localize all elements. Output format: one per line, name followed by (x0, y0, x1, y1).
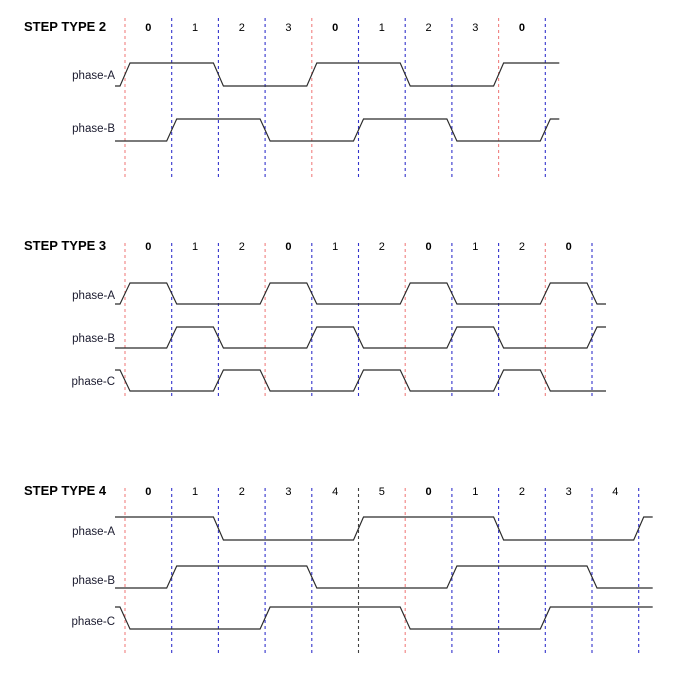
waveform-phase-C (115, 606, 653, 630)
waveform-phase-B (115, 565, 653, 589)
step-number-label: 3 (566, 486, 572, 498)
step-number-label: 0 (332, 22, 338, 34)
phase-label-phase-B: phase-B (72, 123, 115, 135)
step-number-label: 2 (239, 241, 245, 253)
step-number-label: 1 (332, 241, 338, 253)
chart-title: STEP TYPE 2 (24, 19, 106, 34)
waveform-phase-B (115, 326, 606, 349)
step-number-label: 0 (425, 241, 431, 253)
chart-step-type-2: STEP TYPE 2 0 1 2 3 0 1 2 3 0 phase-A phase-B (0, 0, 674, 218)
step-number-label: 1 (192, 486, 198, 498)
step-number-label: 4 (332, 486, 338, 498)
step-number-label: 0 (519, 22, 525, 34)
chart-step-type-3: STEP TYPE 3 0 1 2 0 1 2 0 1 2 0 phase-A phase-B phase… (0, 225, 674, 438)
step-number-label: 0 (145, 486, 151, 498)
step-number-label: 2 (239, 22, 245, 34)
step-number-label: 3 (285, 22, 291, 34)
phase-label-phase-C: phase-C (72, 376, 115, 388)
phase-label-phase-A: phase-A (72, 290, 115, 302)
waveform-phase-A (115, 282, 606, 305)
step-number-label: 1 (472, 241, 478, 253)
chart-step-type-4: STEP TYPE 4 0 1 2 3 4 5 0 1 2 3 4 phase-A phase-B phas… (0, 470, 674, 694)
step-number-label: 1 (472, 486, 478, 498)
step-number-label: 1 (379, 22, 385, 34)
step-number-label: 0 (566, 241, 572, 253)
chart-title: STEP TYPE 3 (24, 238, 106, 253)
step-number-label: 2 (519, 486, 525, 498)
step-number-label: 1 (192, 241, 198, 253)
step-number-label: 2 (519, 241, 525, 253)
phase-label-phase-A: phase-A (72, 70, 115, 82)
step-number-label: 3 (285, 486, 291, 498)
phase-label-phase-B: phase-B (72, 575, 115, 587)
step-number-label: 0 (145, 22, 151, 34)
step-number-label: 4 (612, 486, 618, 498)
waveform-phase-C (115, 369, 606, 392)
waveform-phase-B (115, 118, 560, 142)
phase-label-phase-A: phase-A (72, 526, 115, 538)
step-number-label: 0 (425, 486, 431, 498)
waveform-canvas: STEP TYPE 4 0 1 2 3 4 5 0 1 2 3 4 phase-A phase-B phas… (24, 483, 653, 654)
waveform-phase-A (115, 62, 560, 87)
chart-title: STEP TYPE 4 (24, 483, 107, 498)
waveform-canvas: STEP TYPE 3 0 1 2 0 1 2 0 1 2 0 phase-A phase-B phase… (24, 238, 606, 398)
waveform-canvas: STEP TYPE 2 0 1 2 3 0 1 2 3 0 phase-A phase-B (24, 18, 560, 178)
step-number-label: 1 (192, 22, 198, 34)
step-number-label: 0 (285, 241, 291, 253)
step-number-label: 2 (239, 486, 245, 498)
waveform-phase-A (115, 516, 653, 541)
phase-label-phase-C: phase-C (72, 616, 115, 628)
step-number-label: 2 (379, 241, 385, 253)
step-number-label: 5 (379, 486, 385, 498)
step-number-label: 3 (472, 22, 478, 34)
step-number-label: 0 (145, 241, 151, 253)
step-number-label: 2 (425, 22, 431, 34)
phase-label-phase-B: phase-B (72, 333, 115, 345)
